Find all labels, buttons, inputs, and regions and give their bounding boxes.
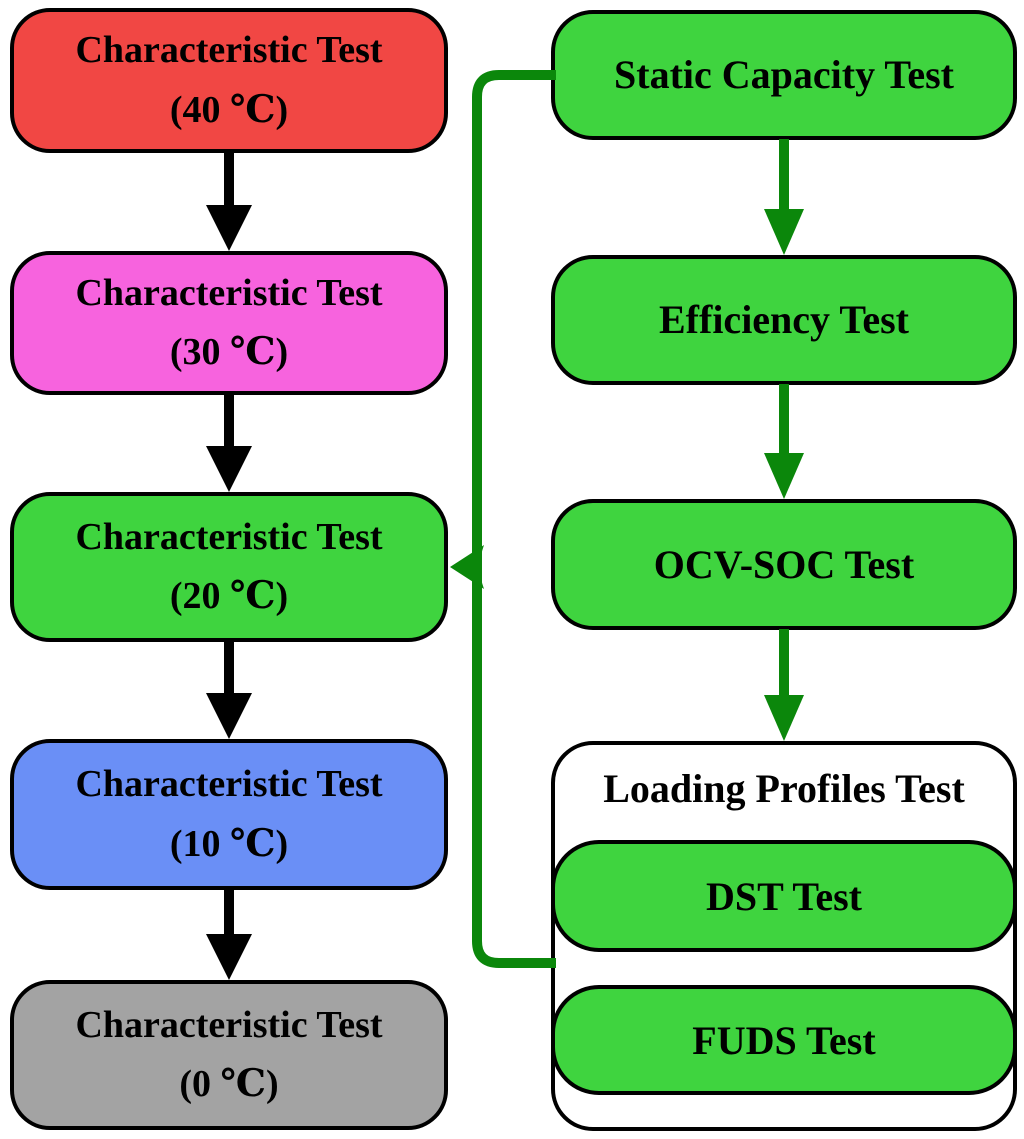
box-label: Efficiency Test	[659, 297, 909, 342]
arrow-efficiency-to-ocv-icon	[764, 384, 804, 499]
box-subtitle: (20 ℃)	[169, 575, 289, 617]
box-label: DST Test	[705, 873, 862, 919]
arrow-static-to-efficiency-icon	[764, 139, 804, 255]
box-characteristic-test-10c: Characteristic Test (10 ℃)	[10, 739, 448, 890]
box-fuds-test: FUDS Test	[551, 985, 1017, 1095]
box-characteristic-test-20c: Characteristic Test (20 ℃)	[10, 492, 448, 642]
box-label: OCV-SOC Test	[653, 541, 915, 587]
box-title: Characteristic Test	[75, 763, 383, 806]
arrow-ocv-to-loading-icon	[764, 629, 804, 741]
bracket-right-column-to-20c-icon	[450, 70, 556, 968]
box-title: Characteristic Test	[75, 515, 383, 558]
box-title: Characteristic Test	[75, 1003, 383, 1046]
box-dst-test: DST Test	[551, 840, 1017, 952]
box-characteristic-test-40c: Characteristic Test (40 ℃)	[10, 8, 448, 153]
arrow-40c-to-30c-icon	[206, 150, 252, 251]
box-title: Characteristic Test	[75, 29, 383, 72]
bracket-arrowhead-into-20c-icon	[450, 545, 484, 589]
loading-profiles-title: Loading Profiles Test	[603, 766, 965, 811]
box-static-capacity-test: Static Capacity Test	[551, 10, 1017, 140]
arrow-20c-to-10c-icon	[206, 640, 252, 739]
box-characteristic-test-30c: Characteristic Test (30 ℃)	[10, 251, 448, 395]
arrow-10c-to-0c-icon	[206, 888, 252, 980]
box-efficiency-test: Efficiency Test	[551, 255, 1017, 385]
box-characteristic-test-0c: Characteristic Test (0 ℃)	[10, 980, 448, 1130]
box-ocv-soc-test: OCV-SOC Test	[551, 499, 1017, 630]
box-loading-profiles-test: Loading Profiles Test DST Test FUDS Test	[551, 741, 1017, 1131]
box-label: FUDS Test	[692, 1017, 876, 1063]
box-title: Characteristic Test	[75, 271, 383, 314]
box-subtitle: (40 ℃)	[169, 88, 289, 131]
box-subtitle: (0 ℃)	[179, 1063, 279, 1105]
arrow-30c-to-20c-icon	[206, 393, 252, 492]
box-subtitle: (30 ℃)	[169, 331, 289, 373]
box-subtitle: (10 ℃)	[169, 822, 289, 865]
box-label: Static Capacity Test	[614, 52, 954, 97]
